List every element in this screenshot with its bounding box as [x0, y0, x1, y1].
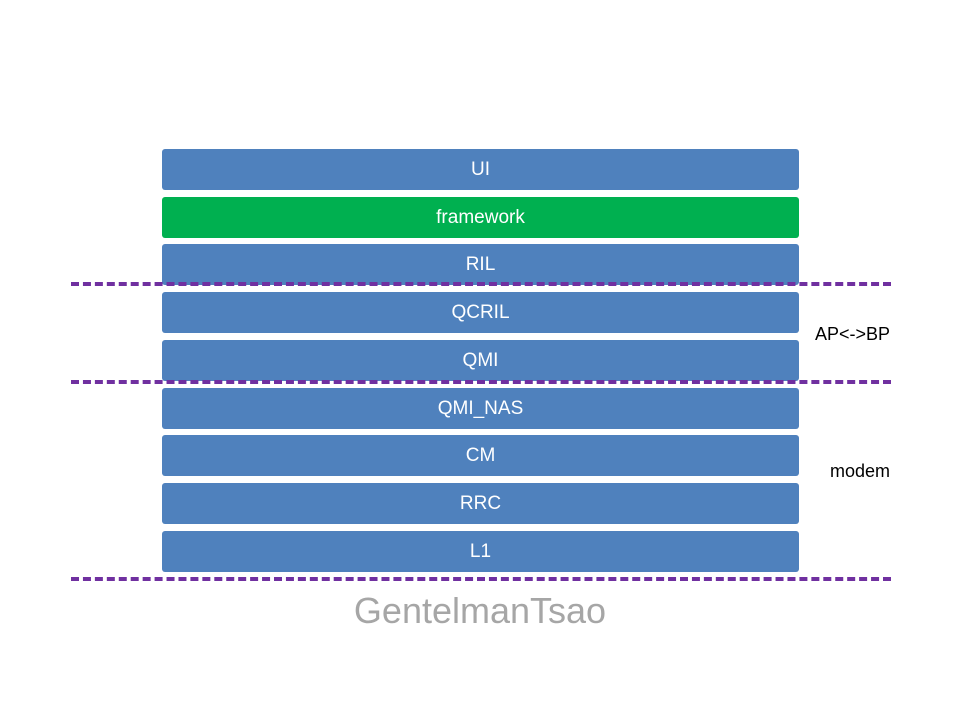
- layer-qmi: QMI: [162, 340, 799, 381]
- modem-region-label: modem: [830, 461, 891, 481]
- layer-ril: RIL: [162, 244, 799, 285]
- layer-l1: L1: [162, 531, 799, 572]
- boundary-ap-top-divider: [71, 282, 891, 286]
- layer-rrc: RRC: [162, 483, 799, 524]
- layer-ui: UI: [162, 149, 799, 190]
- layer-framework: framework: [162, 197, 799, 238]
- boundary-ap-bp-divider: [71, 380, 891, 384]
- layer-cm: CM: [162, 435, 799, 476]
- ap-bp-region-label: AP<->BP: [815, 324, 891, 344]
- layer-qmi-nas: QMI_NAS: [162, 388, 799, 429]
- boundary-modem-bottom-divider: [71, 577, 891, 581]
- layer-qcril: QCRIL: [162, 292, 799, 333]
- watermark-text: GentelmanTsao: [353, 590, 607, 631]
